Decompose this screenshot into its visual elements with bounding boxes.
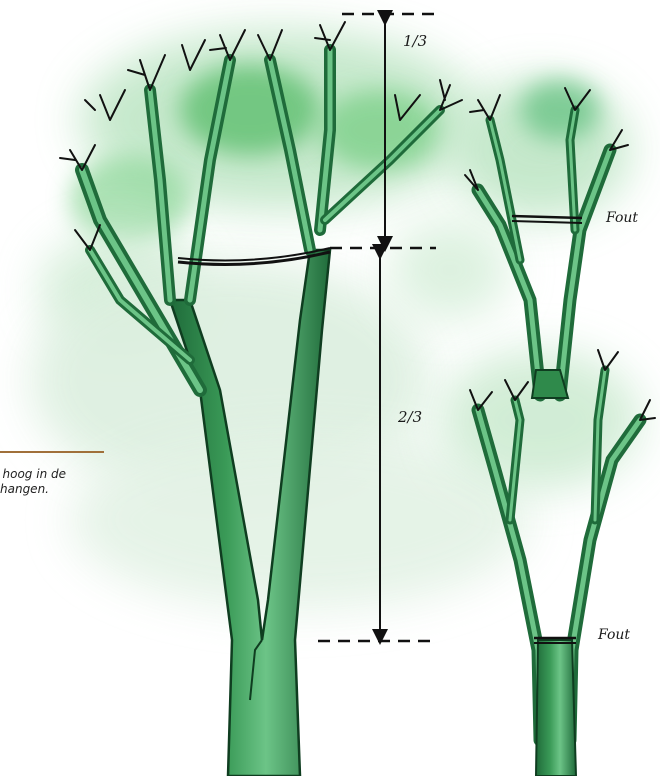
caption-rule bbox=[0, 451, 104, 453]
label-two-thirds: 2/3 bbox=[398, 408, 422, 426]
caption-line-2: hangen. bbox=[0, 482, 110, 497]
label-one-third: 1/3 bbox=[403, 32, 427, 50]
caption-text: t hoog in de hangen. bbox=[0, 467, 110, 497]
caption-line-1: t hoog in de bbox=[0, 467, 110, 482]
label-wrong-top: Fout bbox=[606, 210, 638, 226]
label-wrong-bottom: Fout bbox=[598, 627, 630, 643]
